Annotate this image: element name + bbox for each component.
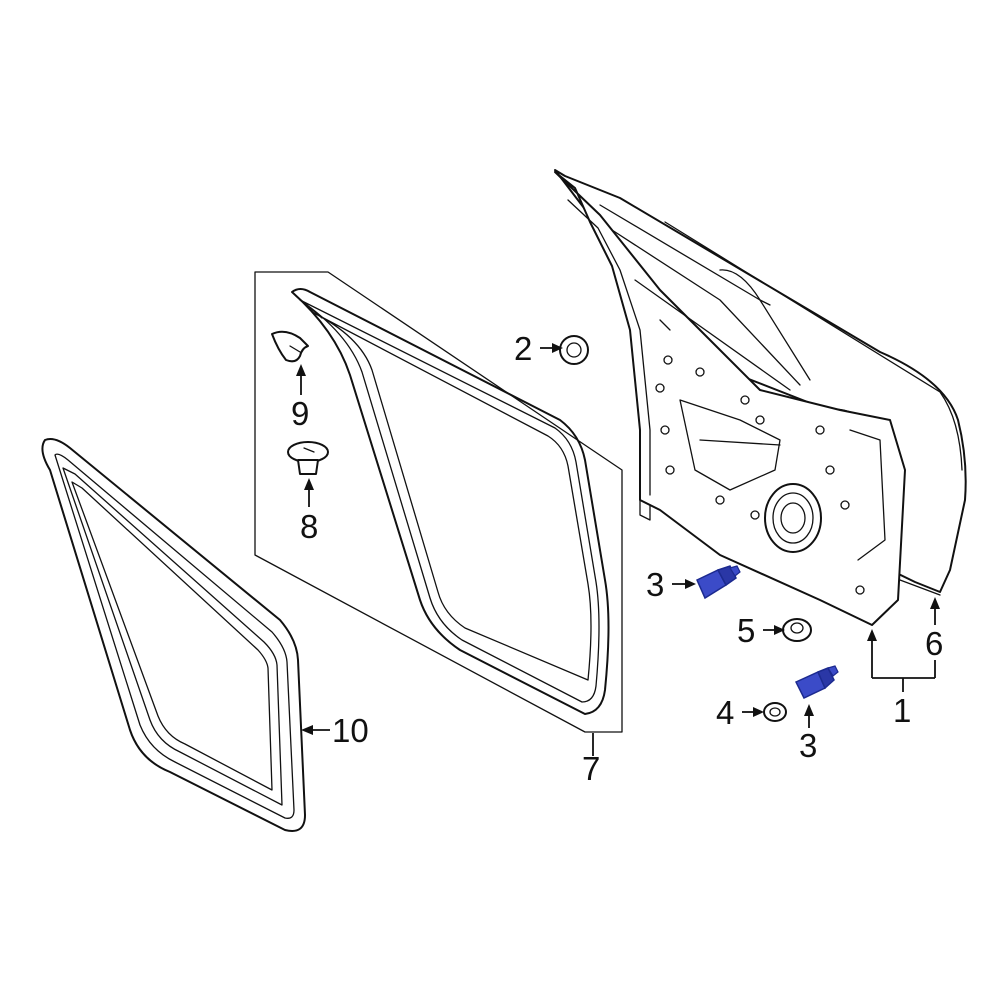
weatherstrip-inner-part[interactable] bbox=[291, 288, 610, 715]
callout-2: 2 bbox=[514, 330, 532, 367]
washer-5-part[interactable] bbox=[782, 618, 812, 642]
weatherstrip-outer-part[interactable] bbox=[41, 438, 306, 832]
bumper-3b-part[interactable] bbox=[794, 665, 839, 699]
callout-10: 10 bbox=[332, 712, 369, 749]
callout-3a: 3 bbox=[646, 566, 664, 603]
callout-4: 4 bbox=[716, 694, 734, 731]
callout-5: 5 bbox=[737, 612, 755, 649]
callout-6: 6 bbox=[925, 625, 943, 662]
callout-1: 1 bbox=[893, 692, 911, 729]
callout-8: 8 bbox=[300, 508, 318, 545]
callout-9: 9 bbox=[291, 395, 309, 432]
clip-9-part[interactable] bbox=[271, 330, 309, 363]
callout-3b: 3 bbox=[799, 727, 817, 764]
bumper-3a-part[interactable] bbox=[696, 565, 741, 600]
weatherstrip-kit-box bbox=[254, 271, 623, 733]
callout-7: 7 bbox=[582, 750, 600, 787]
door-shell-part[interactable] bbox=[554, 169, 967, 626]
o-ring-4-part[interactable] bbox=[763, 702, 787, 722]
clip-8-part[interactable] bbox=[287, 441, 329, 475]
grommet-2-part[interactable] bbox=[559, 335, 589, 365]
